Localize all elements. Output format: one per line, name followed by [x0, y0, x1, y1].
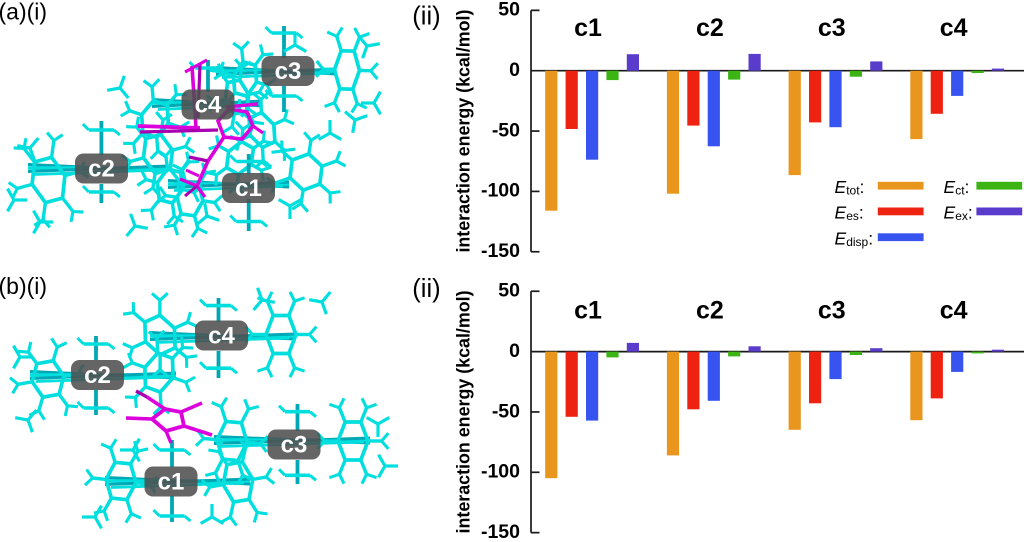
svg-text:c1: c1 — [158, 469, 185, 496]
svg-text:Eex:: Eex: — [944, 203, 973, 224]
svg-text:-150: -150 — [481, 521, 520, 542]
svg-text:c3: c3 — [281, 432, 308, 459]
svg-text:interaction energy (kcal/mol): interaction energy (kcal/mol) — [453, 10, 474, 253]
svg-text:c2: c2 — [696, 296, 724, 324]
svg-text:-50: -50 — [492, 119, 520, 141]
svg-text:c4: c4 — [940, 14, 968, 42]
svg-text:50: 50 — [498, 280, 520, 302]
svg-text:c1: c1 — [574, 14, 602, 42]
svg-text:(b)(i): (b)(i) — [0, 273, 47, 299]
svg-text:c4: c4 — [208, 323, 235, 350]
svg-text:c2: c2 — [696, 14, 724, 42]
svg-text:c3: c3 — [818, 296, 846, 324]
svg-text:Etot:: Etot: — [835, 177, 865, 198]
svg-text:c1: c1 — [574, 296, 602, 324]
svg-text:-100: -100 — [481, 461, 520, 483]
svg-text:(ii): (ii) — [412, 275, 440, 303]
svg-text:c4: c4 — [940, 296, 968, 324]
svg-text:0: 0 — [509, 340, 520, 362]
svg-text:Edisp:: Edisp: — [835, 229, 874, 250]
svg-text:-50: -50 — [492, 400, 520, 422]
svg-text:-150: -150 — [481, 240, 520, 262]
svg-text:Ees:: Ees: — [835, 203, 864, 224]
svg-text:-100: -100 — [481, 180, 520, 202]
svg-text:c4: c4 — [195, 92, 222, 119]
svg-text:c3: c3 — [818, 14, 846, 42]
svg-text:interaction energy (kcal/mol): interaction energy (kcal/mol) — [453, 290, 474, 533]
svg-text:c1: c1 — [235, 175, 262, 202]
svg-text:c2: c2 — [88, 156, 115, 183]
svg-text:c2: c2 — [84, 362, 111, 389]
svg-text:(ii): (ii) — [412, 3, 440, 31]
svg-text:50: 50 — [498, 0, 520, 21]
svg-text:Ect:: Ect: — [944, 177, 970, 198]
svg-text:(a)(i): (a)(i) — [0, 0, 47, 24]
svg-text:0: 0 — [509, 59, 520, 81]
svg-text:c3: c3 — [275, 58, 302, 85]
